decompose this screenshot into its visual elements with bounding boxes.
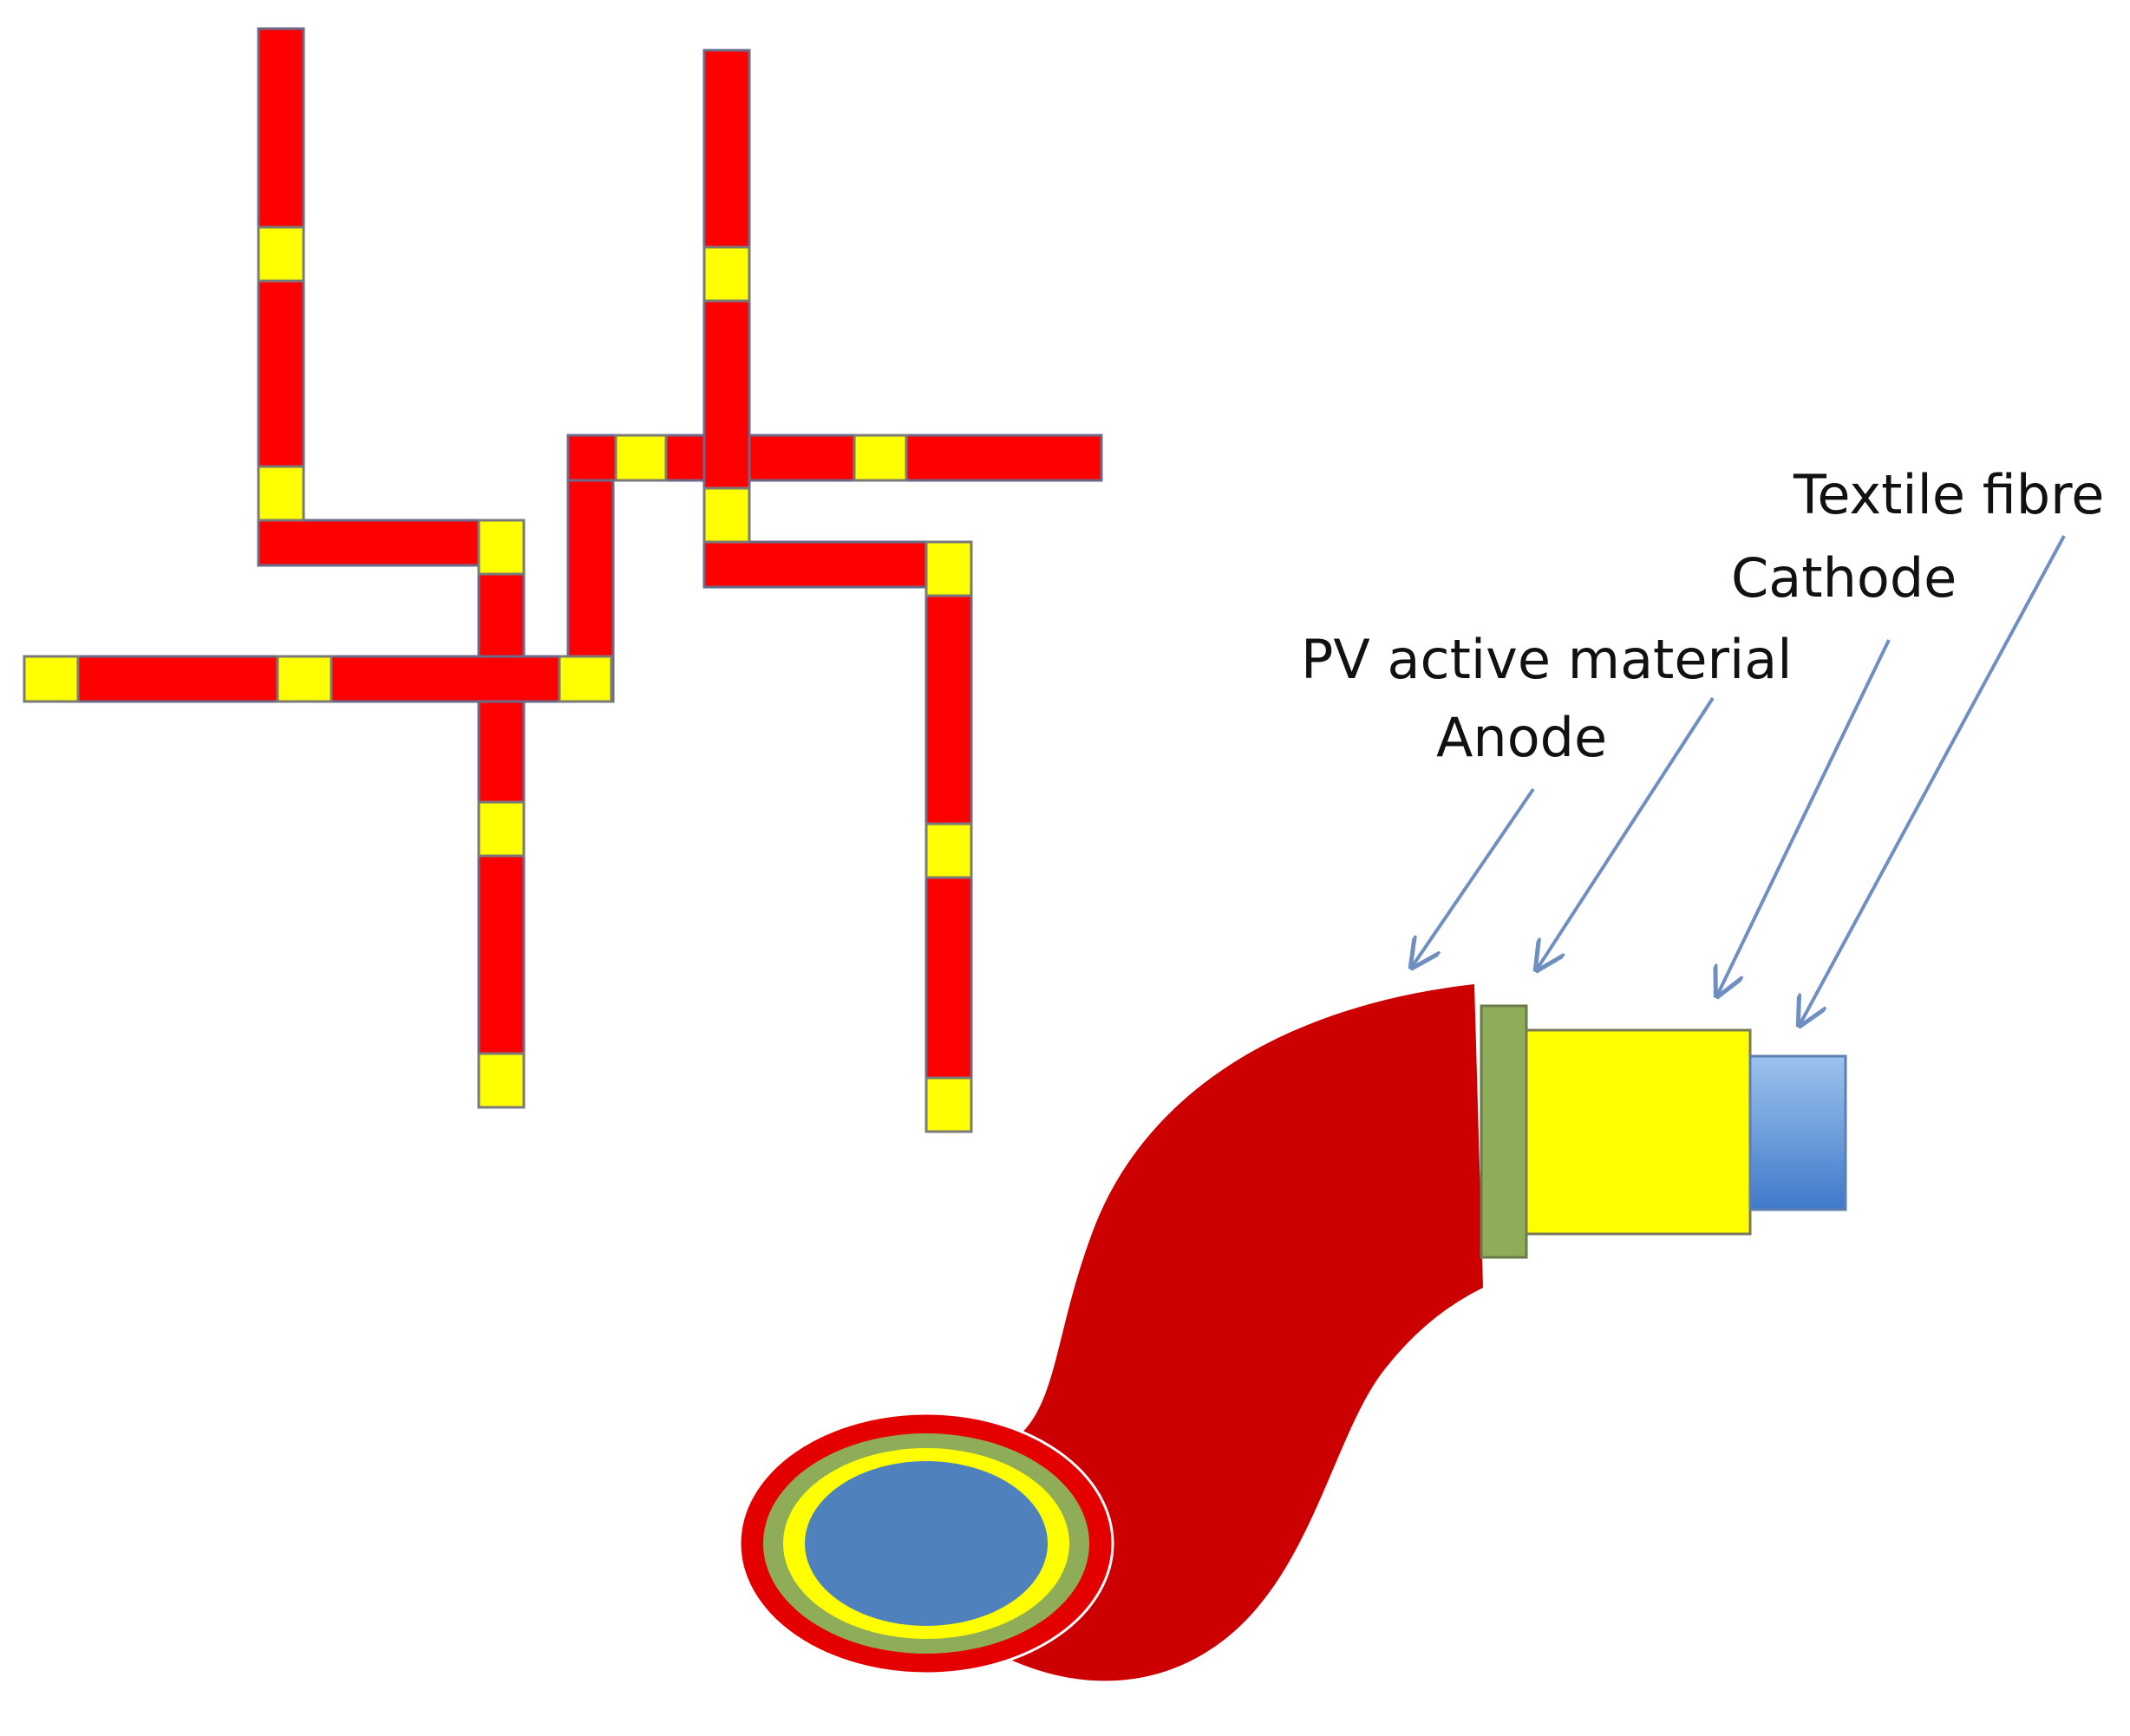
connector-node xyxy=(257,465,305,522)
connector-node xyxy=(477,800,526,858)
connector-node xyxy=(925,540,973,597)
arrow-cathode xyxy=(1717,639,1891,995)
connector-node xyxy=(853,434,908,482)
connector-node xyxy=(23,655,80,703)
connector-node xyxy=(276,655,333,703)
connector-node xyxy=(925,822,973,879)
pv-active-material-layer xyxy=(1480,1004,1528,1259)
fibre-segment xyxy=(702,540,970,589)
connector-node xyxy=(257,225,305,283)
labels: Textile fibre Cathode PV active material… xyxy=(1301,463,2104,769)
label-textile-fibre: Textile fibre xyxy=(1793,463,2104,526)
connector-node xyxy=(477,1052,526,1109)
cathode-layer xyxy=(1525,1028,1752,1236)
arrow-textile-fibre xyxy=(1800,535,2066,1025)
connector-node xyxy=(925,1076,973,1133)
label-cathode: Cathode xyxy=(1731,546,1957,610)
connector-node xyxy=(558,655,613,703)
connector-node xyxy=(702,245,751,303)
textile-fibre-core xyxy=(805,1461,1048,1626)
arrow-anode xyxy=(1412,787,1535,967)
fibre-end-section xyxy=(738,1412,1114,1675)
woven-fibre-network xyxy=(23,27,1103,1133)
connector-node xyxy=(477,519,526,576)
fibre-cross-section xyxy=(738,984,1847,1681)
label-anode: Anode xyxy=(1436,706,1607,769)
connector-node xyxy=(614,434,668,482)
connector-nodes xyxy=(23,225,973,1133)
textile-fibre-layer xyxy=(1748,1054,1847,1211)
connector-node xyxy=(702,486,751,544)
arrow-pv-active-material xyxy=(1537,696,1715,969)
callout-arrows xyxy=(1412,535,2066,1025)
fibre-segment xyxy=(257,519,503,567)
label-pv-active-material: PV active material xyxy=(1301,628,1792,691)
